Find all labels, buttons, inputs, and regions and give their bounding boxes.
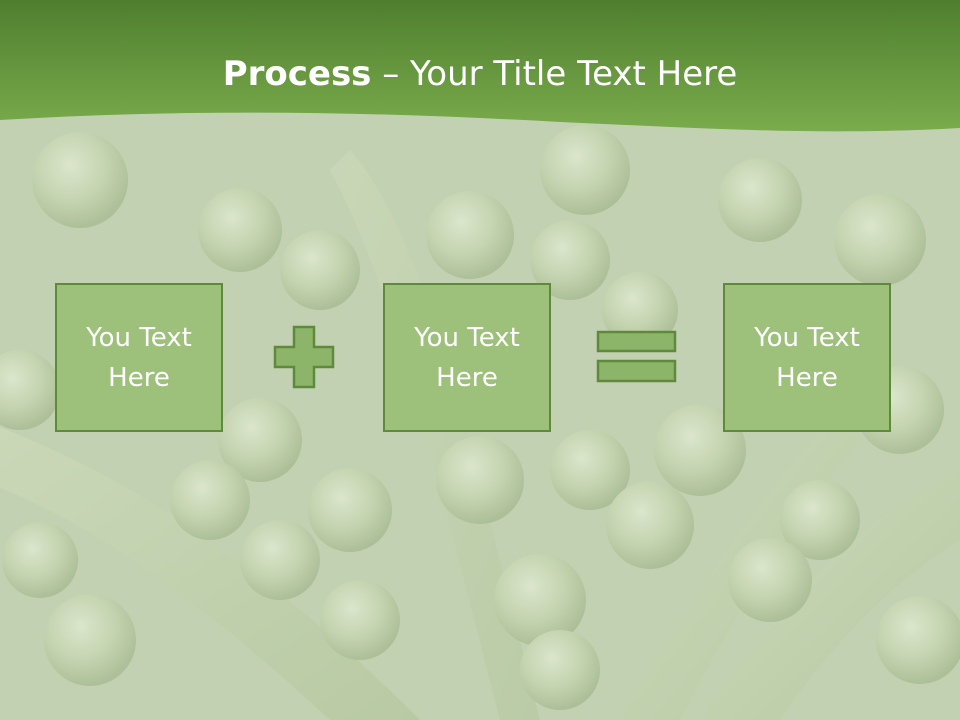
box-text-line1: You Text [754, 322, 860, 353]
process-box-2[interactable]: You Text Here [383, 283, 551, 432]
plus-icon [273, 325, 335, 389]
box-text-line2: Here [436, 362, 498, 393]
slide-title: Process – Your Title Text Here [0, 52, 960, 96]
box-text-line1: You Text [86, 322, 192, 353]
title-rest: – Your Title Text Here [371, 54, 738, 94]
box-text-line2: Here [108, 362, 170, 393]
process-box-3[interactable]: You Text Here [723, 283, 891, 432]
box-text-line1: You Text [414, 322, 520, 353]
process-box-1[interactable]: You Text Here [55, 283, 223, 432]
title-banner [0, 0, 960, 132]
equals-icon [596, 330, 677, 383]
title-strong: Process [222, 54, 372, 94]
box-text-line2: Here [776, 362, 838, 393]
